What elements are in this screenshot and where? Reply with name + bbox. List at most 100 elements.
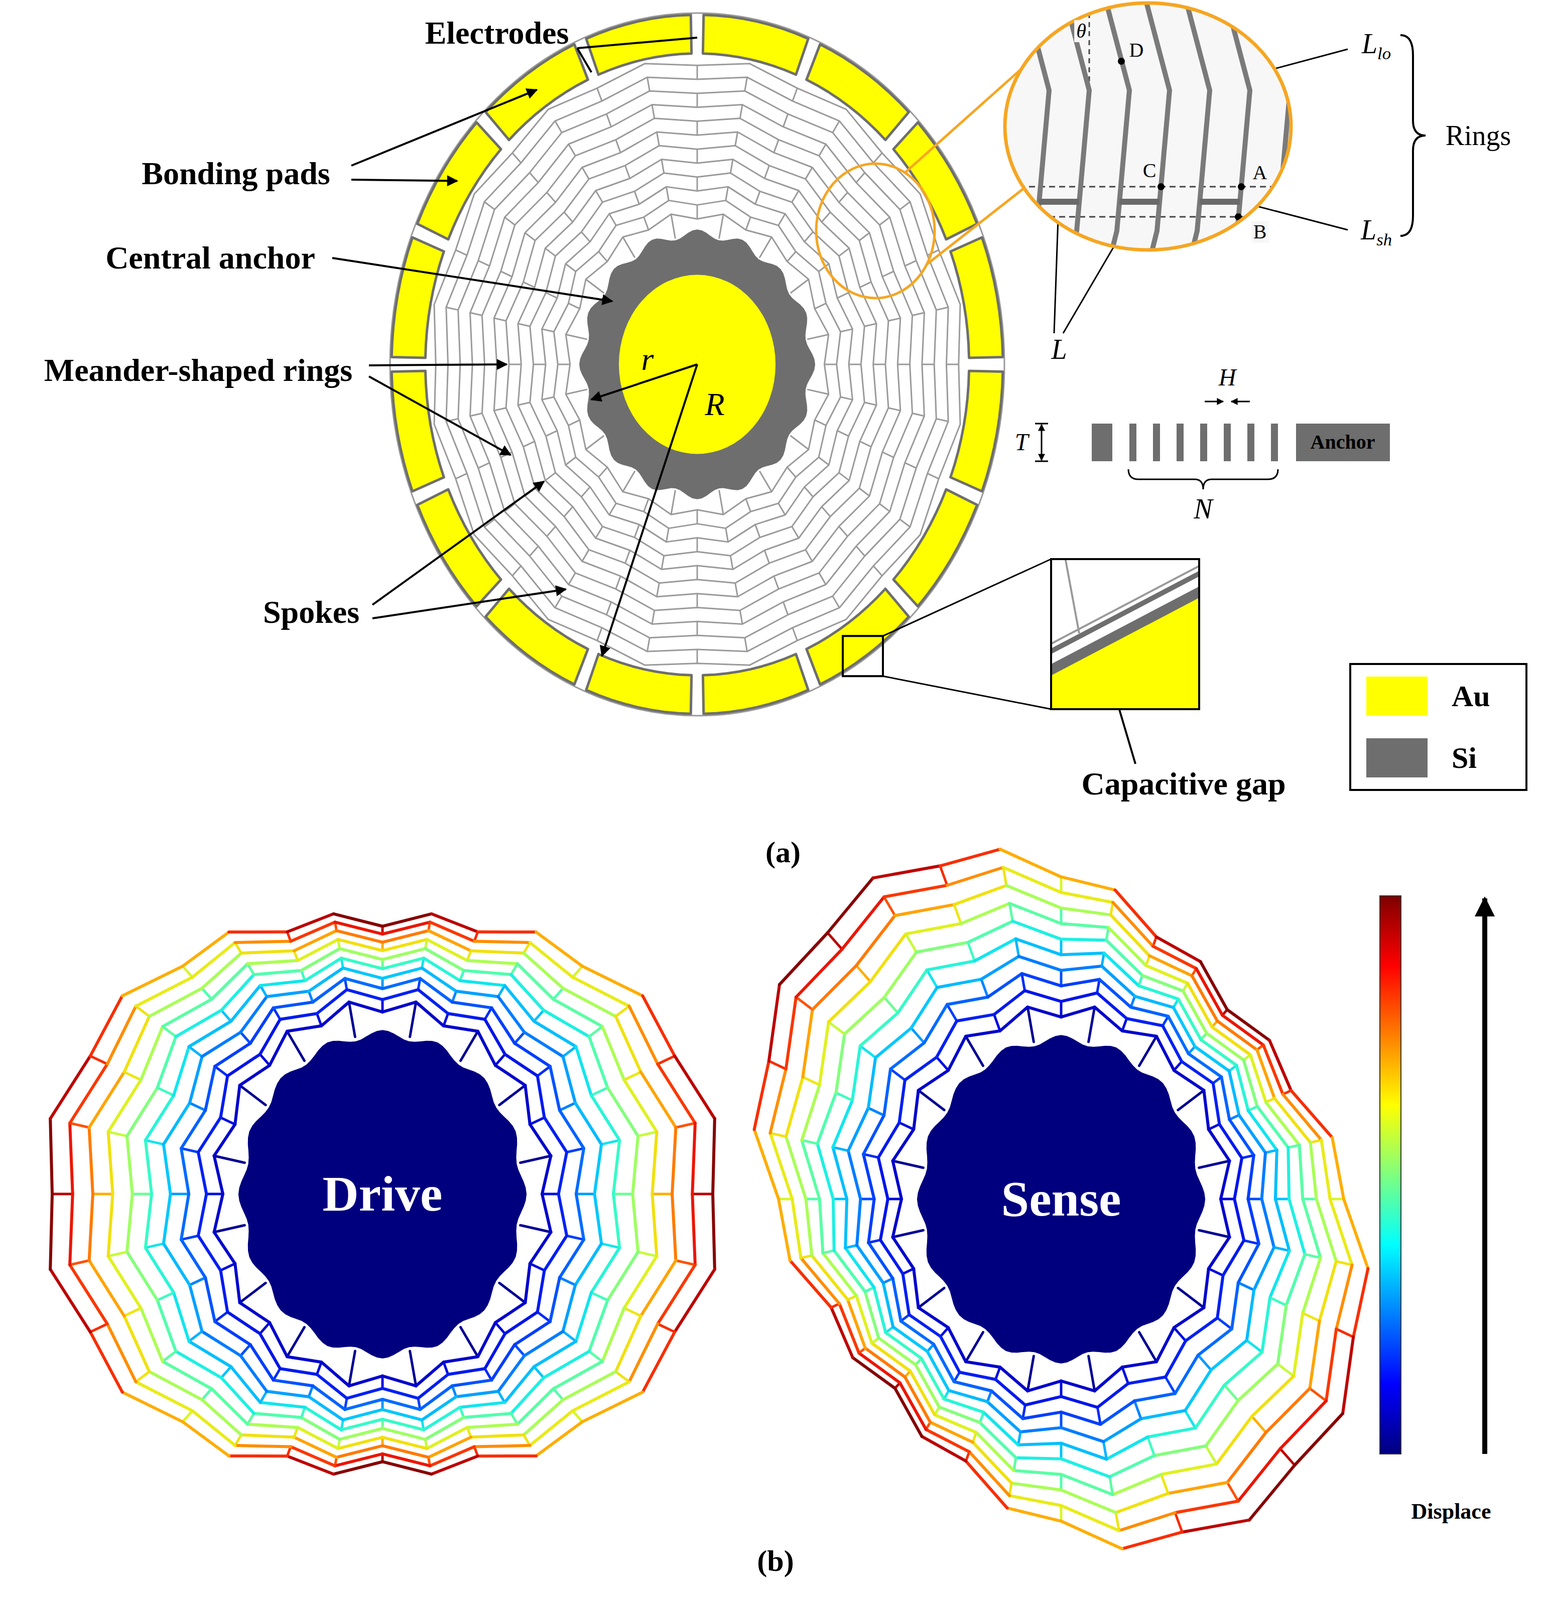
mode-ring xyxy=(1211,1340,1247,1371)
mode-ring xyxy=(517,1388,554,1425)
mode-ring xyxy=(948,1390,988,1402)
spoke xyxy=(598,251,608,262)
mode-ring xyxy=(126,1194,133,1252)
mode-ring xyxy=(1007,1508,1062,1522)
mode-spoke xyxy=(1106,927,1109,941)
spoke xyxy=(568,573,576,585)
mode-ring xyxy=(832,1100,853,1148)
mode-spoke xyxy=(162,1351,176,1362)
mode-spoke xyxy=(965,1332,983,1362)
mode-ring xyxy=(230,985,261,1022)
spoke xyxy=(581,231,590,242)
mode-ring xyxy=(872,865,941,878)
mode-ring xyxy=(1122,1532,1183,1550)
mode-spoke xyxy=(1021,973,1025,991)
mode-ring xyxy=(916,942,969,953)
mode-spoke xyxy=(514,1032,525,1044)
bonding-pad xyxy=(702,15,809,75)
spoke xyxy=(555,120,563,133)
spoke xyxy=(661,159,665,174)
mode-ring xyxy=(542,1194,551,1233)
mode-ring xyxy=(948,1036,966,1071)
mode-ring xyxy=(959,1372,996,1380)
mode-ring xyxy=(965,1361,1000,1368)
mode-ring xyxy=(947,997,988,1005)
mode-ring xyxy=(558,1194,567,1236)
mode-spoke xyxy=(911,1027,925,1043)
mode-ring xyxy=(550,1066,560,1111)
mode-spoke xyxy=(214,1225,245,1233)
mode-ring xyxy=(880,1199,888,1241)
spoke xyxy=(500,271,512,278)
mode-ring xyxy=(983,1412,1019,1446)
mode-ring xyxy=(1161,1464,1217,1475)
mode-spoke xyxy=(1134,1400,1141,1420)
mode-spoke xyxy=(940,865,948,886)
detail-content xyxy=(1051,559,1200,710)
mode-spoke xyxy=(484,1007,492,1020)
mode-ring xyxy=(452,1002,492,1008)
mode-ring xyxy=(463,970,511,975)
mode-spoke xyxy=(181,1148,199,1153)
mode-spoke xyxy=(221,1010,231,1022)
mode-ring xyxy=(1094,1367,1123,1391)
mode-ring xyxy=(1238,1115,1266,1153)
mode-ring xyxy=(163,1144,171,1195)
bonding-pad xyxy=(391,237,444,358)
ring-section xyxy=(1270,423,1278,462)
mode-ring xyxy=(892,1327,928,1352)
spoke xyxy=(581,486,590,497)
mode-ring xyxy=(280,1368,317,1375)
mode-ring xyxy=(1277,1305,1287,1365)
mode-ring xyxy=(965,1461,1007,1508)
mode-ring xyxy=(796,949,843,997)
mode-spoke xyxy=(201,988,212,1000)
mode-ring xyxy=(308,968,343,992)
mode-ring xyxy=(536,1422,583,1457)
spoke xyxy=(735,132,738,146)
mode-ring xyxy=(892,1199,902,1238)
mode-spoke xyxy=(589,1026,603,1037)
mode-ring xyxy=(1223,1240,1245,1276)
ring-beam xyxy=(1144,0,1170,272)
mode-ring xyxy=(382,1376,417,1387)
mode-spoke xyxy=(1122,1018,1127,1032)
mode-ring xyxy=(769,1069,786,1133)
mode-ring xyxy=(913,1090,919,1130)
spoke xyxy=(585,435,604,450)
mode-ring xyxy=(333,1462,383,1475)
mode-spoke xyxy=(890,1069,906,1081)
mode-ring xyxy=(273,1380,314,1386)
mode-ring xyxy=(1261,1199,1274,1248)
mode-ring xyxy=(847,1300,866,1349)
mode-spoke xyxy=(260,1054,270,1066)
mode-ring xyxy=(425,948,464,971)
spoke xyxy=(725,528,729,543)
spoke xyxy=(597,627,602,641)
mode-ring xyxy=(918,1070,949,1091)
mode-ring xyxy=(845,1247,874,1288)
ring-section xyxy=(1176,423,1184,462)
spoke xyxy=(546,526,556,537)
angle-label: θ xyxy=(1074,20,1089,43)
mode-ring xyxy=(253,1413,302,1418)
part-label: Rings xyxy=(1445,121,1512,150)
mode-ring xyxy=(1122,1361,1157,1368)
mode-spoke xyxy=(563,1331,577,1342)
spoke xyxy=(470,312,483,316)
mode-spoke xyxy=(828,1021,845,1035)
mode-ring xyxy=(163,1243,190,1285)
spoke xyxy=(478,462,490,469)
spoke xyxy=(792,526,800,539)
spoke xyxy=(568,144,576,156)
mode-ring xyxy=(768,984,780,1062)
anchor-blob: Sense xyxy=(915,1033,1207,1366)
mode-ring xyxy=(563,1371,616,1400)
leader-arrow xyxy=(351,89,537,166)
mode-spoke xyxy=(240,1344,250,1356)
meander-rings xyxy=(434,63,961,666)
node-label: Anchor xyxy=(1310,432,1376,453)
mode-spoke xyxy=(239,1282,267,1303)
ring-section xyxy=(1200,423,1208,462)
mode-ring xyxy=(477,1454,537,1458)
